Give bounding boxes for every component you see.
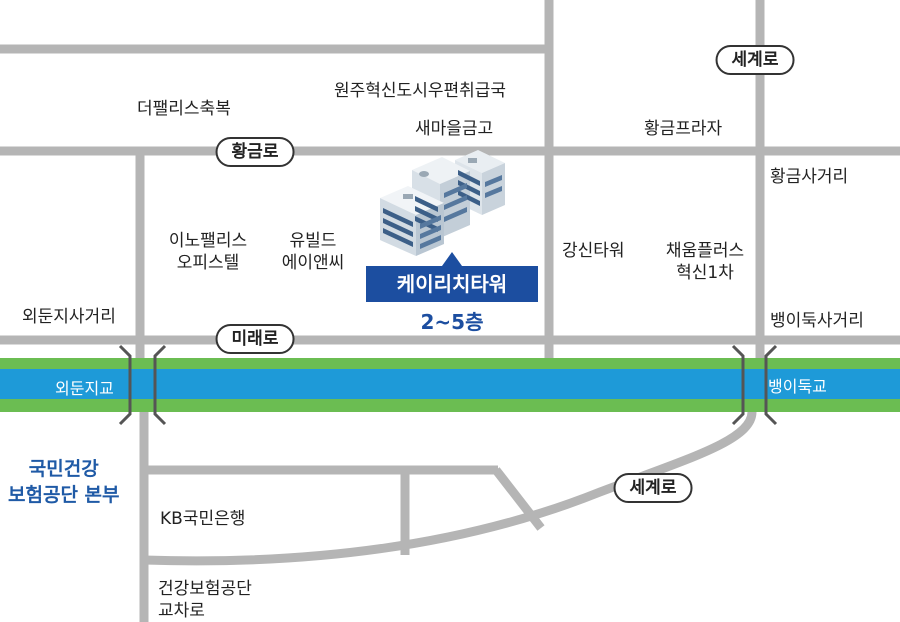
bridge-label-west: 외둔지교 [55, 379, 114, 398]
bridge-label-east: 뱅이둑교 [768, 377, 827, 396]
place-wonju-post: 원주혁신도시우편취급국 [334, 81, 507, 101]
target-floor: 2~5층 [420, 310, 484, 334]
bridge-west-marks [118, 344, 167, 426]
place-nhis-hq-line1: 국민건강 [28, 458, 99, 480]
place-chaeum: 채움플러스 혁신1차 [666, 240, 744, 284]
office-building-icon [380, 150, 505, 266]
place-youbuild-line2: 에이앤씨 [281, 253, 345, 273]
road-label-segye-top: 세계로 [715, 45, 795, 75]
place-kb-bank: KB국민은행 [160, 509, 246, 529]
road-segye-curve [143, 411, 757, 566]
place-inopalace: 이노팰리스 오피스텔 [169, 230, 247, 274]
place-baengi-junction: 뱅이둑사거리 [770, 311, 864, 331]
bridge-east-marks [731, 344, 778, 426]
place-hwanggeum-plaza: 황금프라자 [644, 119, 723, 139]
place-nhis-hq: 국민건강 보험공단 본부 [8, 456, 120, 508]
place-saemaeul: 새마을금고 [415, 119, 494, 139]
place-youbuild-line1: 유빌드 [289, 231, 337, 251]
road-label-segye-bottom: 세계로 [613, 473, 693, 503]
target-label-box[interactable]: 케이리치타워 [366, 266, 538, 302]
place-the-palace: 더팰리스축복 [137, 99, 231, 119]
place-nhis-intersection-line2: 교차로 [158, 601, 205, 621]
target-name: 케이리치타워 [396, 272, 508, 296]
place-oedun-junction: 외둔지사거리 [22, 307, 116, 327]
place-chaeum-line1: 채움플러스 [665, 241, 745, 261]
place-chaeum-line2: 혁신1차 [676, 263, 734, 283]
place-youbuild: 유빌드 에이앤씨 [282, 230, 345, 274]
place-nhis-hq-line2: 보험공단 본부 [8, 484, 120, 506]
place-gangsin: 강신타워 [562, 241, 625, 261]
place-nhis-intersection: 건강보험공단 교차로 [158, 578, 252, 622]
place-nhis-intersection-line1: 건강보험공단 [158, 579, 252, 599]
place-hwanggeum-junction: 황금사거리 [770, 167, 849, 187]
river-water [0, 369, 900, 399]
road-label-hwanggeum: 황금로 [215, 137, 295, 167]
place-inopalace-line1: 이노팰리스 [168, 231, 248, 251]
place-inopalace-line2: 오피스텔 [176, 253, 240, 273]
road-label-mirae: 미래로 [215, 324, 295, 354]
